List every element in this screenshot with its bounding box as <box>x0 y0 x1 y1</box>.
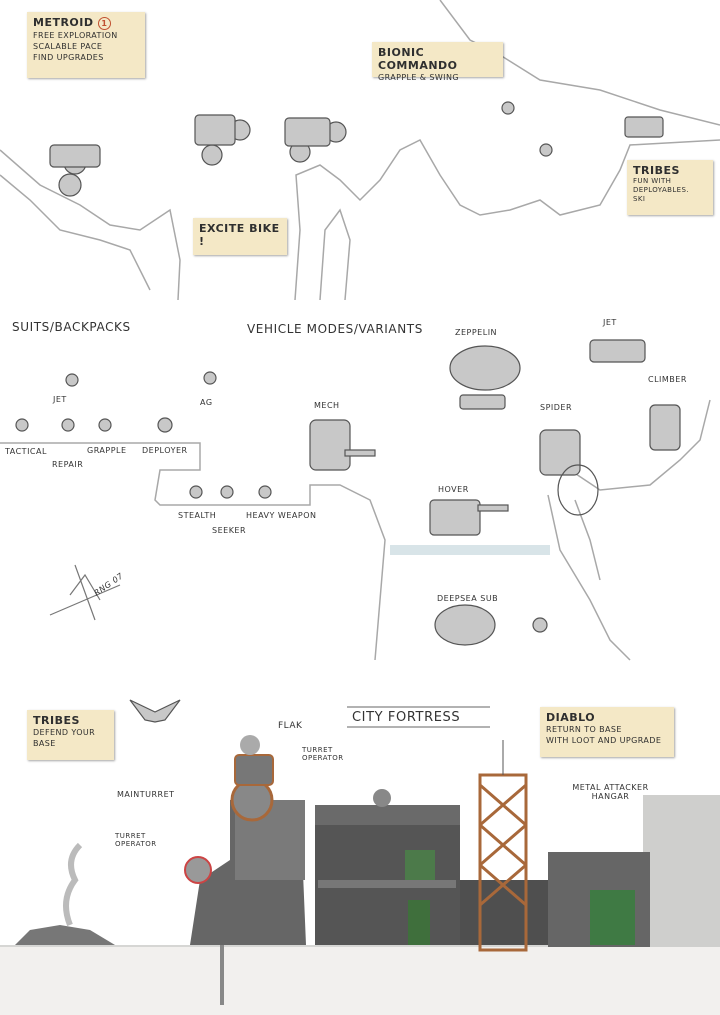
number-badge: 1 <box>97 17 111 30</box>
fortress-art <box>0 735 720 1015</box>
note-title: TRIBES <box>633 164 680 177</box>
suit-label-heavy-weapon: HEAVY WEAPON <box>246 511 317 520</box>
note-diablo: DIABLO RETURN TO BASE WITH LOOT AND UPGR… <box>540 707 674 757</box>
note-line: SCALABLE PACE <box>33 42 103 51</box>
note-title: EXCITE BIKE <box>199 222 280 235</box>
ledge-right <box>547 399 711 661</box>
note-line: RETURN TO BASE <box>546 725 622 734</box>
terrain-top <box>0 139 720 301</box>
note-tribes-top: TRIBES FUN WITH DEPLOYABLES. SKI <box>627 160 713 215</box>
vehicle-label-climber: CLIMBER <box>648 375 687 384</box>
note-line: FUN WITH <box>633 177 672 185</box>
vehicle-label-zeppelin: ZEPPELIN <box>455 328 498 337</box>
suit-label-deployer: DEPLOYER <box>142 446 188 455</box>
vehicle-label-deepsea-sub: DEEPSEA SUB <box>437 594 499 603</box>
note-title: BIONIC COMMANDO <box>378 46 458 72</box>
fortress-title: CITY FORTRESS <box>352 710 461 725</box>
signature-mark <box>49 564 121 621</box>
note-line: FIND UPGRADES <box>33 53 104 62</box>
note-line: WITH LOOT AND UPGRADE <box>546 736 662 745</box>
note-excite-bike: EXCITE BIKE ! <box>193 218 287 255</box>
suit-label-grapple: GRAPPLE <box>87 446 127 455</box>
suit-label-stealth: STEALTH <box>178 511 217 520</box>
label-main-turret: MAINTURRET <box>117 790 175 799</box>
suit-label-seeker: SEEKER <box>212 526 247 535</box>
label-flak: FLAK <box>278 721 303 731</box>
note-metroid: METROID 1 FREE EXPLORATION SCALABLE PACE… <box>27 12 145 78</box>
note-title: METROID <box>33 16 94 29</box>
suit-label-tactical: TACTICAL <box>5 447 47 456</box>
note-line: FREE EXPLORATION <box>33 31 118 40</box>
terrain-cliff-top <box>439 0 720 126</box>
label-turret-operator-left: TURRET OPERATOR <box>115 832 157 848</box>
note-line: BASE <box>33 739 56 748</box>
ledge-suits <box>0 442 386 661</box>
label-turret-operator-top: TURRET OPERATOR <box>302 746 344 762</box>
suit-label-repair: REPAIR <box>52 460 84 469</box>
note-title: DIABLO <box>546 711 596 724</box>
note-bionic-commando: BIONIC COMMANDO GRAPPLE & SWING <box>372 42 503 82</box>
vehicle-label-hover: HOVER <box>438 485 469 494</box>
suit-label-jet: JET <box>53 395 67 404</box>
water-surface <box>390 545 550 555</box>
suit-label-ag: AG <box>200 398 213 407</box>
note-title: TRIBES <box>33 714 80 727</box>
label-metal-attacker-hangar: METAL ATTACKER HANGAR <box>572 783 649 801</box>
vehicles-heading: VEHICLE MODES/VARIANTS <box>247 322 423 336</box>
note-line: ! <box>199 235 205 248</box>
vehicle-label-mech: MECH <box>314 401 340 410</box>
note-tribes-bottom: TRIBES DEFEND YOUR BASE <box>27 710 114 760</box>
vehicle-label-jet: JET <box>603 318 617 327</box>
vehicle-label-spider: SPIDER <box>540 403 573 412</box>
suits-heading: SUITS/BACKPACKS <box>12 320 131 334</box>
note-line: DEPLOYABLES. <box>633 186 689 194</box>
note-line: DEFEND YOUR <box>33 728 96 737</box>
note-line: GRAPPLE & SWING <box>378 73 459 82</box>
note-line: SKI <box>633 195 646 203</box>
